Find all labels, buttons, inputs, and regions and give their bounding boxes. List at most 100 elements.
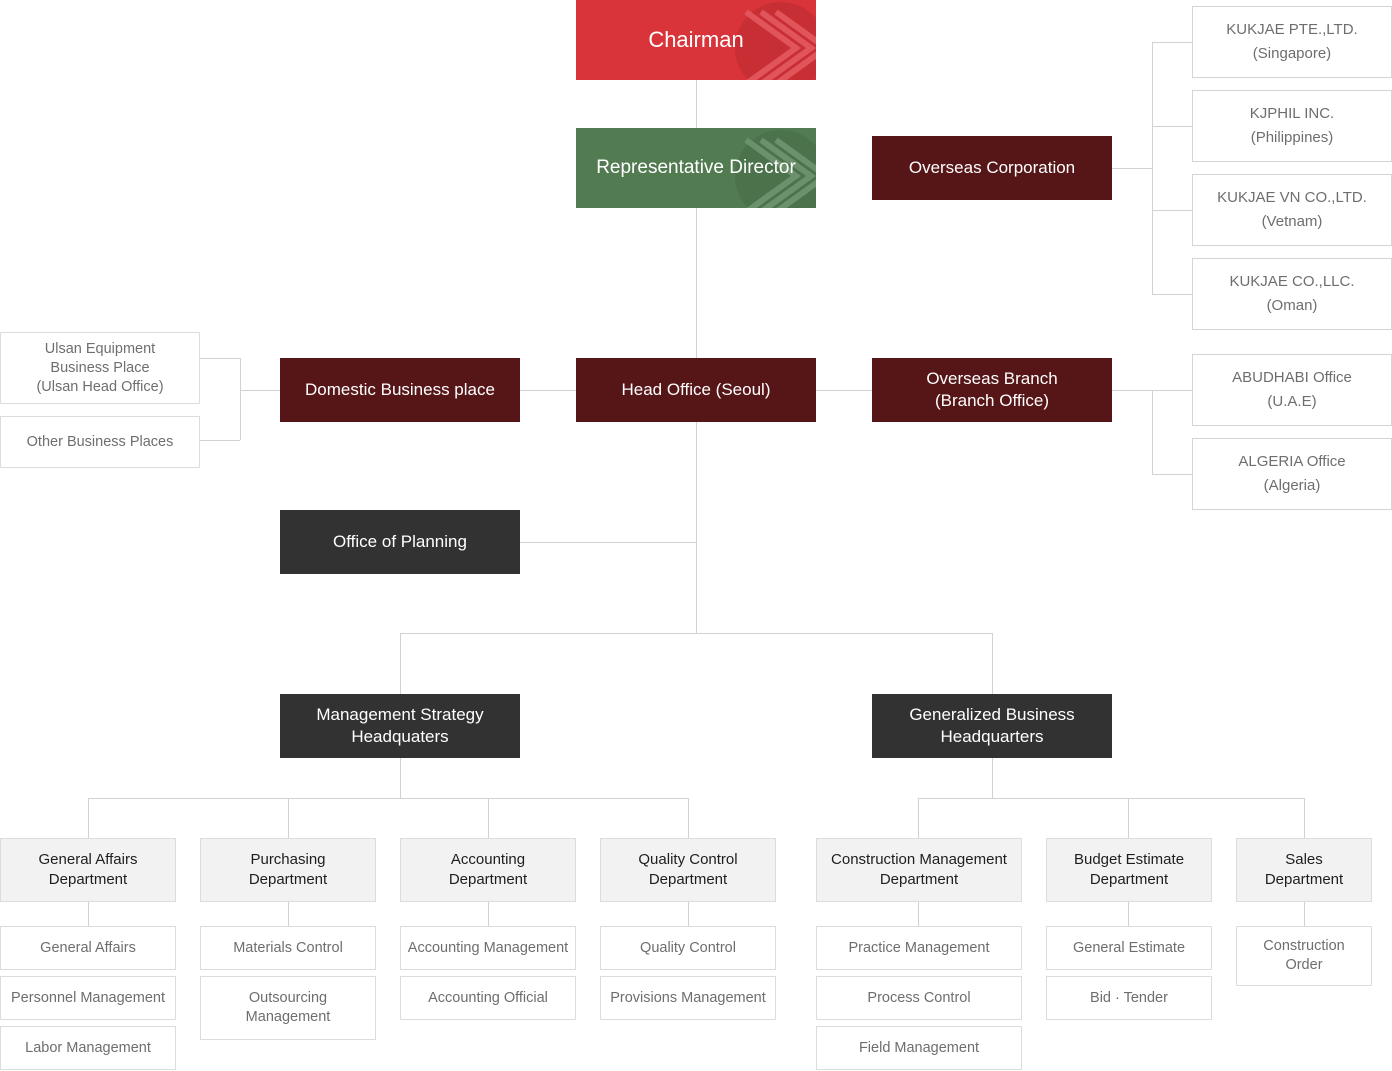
generalized-business-hq-node: Generalized Business Headquarters	[872, 694, 1112, 758]
sub-item: Quality Control	[600, 926, 776, 970]
chairman-node: Chairman	[576, 0, 816, 80]
connector-line	[400, 633, 401, 694]
sub-item-label: Construction Order	[1263, 938, 1345, 973]
connector-line	[1304, 798, 1305, 838]
connector-line	[696, 422, 697, 634]
representative-director-node: Representative Director	[576, 128, 816, 208]
connector-line	[88, 902, 89, 926]
connector-line	[400, 633, 993, 634]
domestic-place-label: Other Business Places	[26, 433, 174, 450]
sub-item-label: Practice Management	[848, 939, 990, 956]
overseas-branch-item: ABUDHABI Office (U.A.E)	[1192, 354, 1392, 426]
sub-item-label: Field Management	[858, 1039, 980, 1056]
connector-line	[918, 902, 919, 926]
representative-director-label: Representative Director	[596, 157, 796, 178]
overseas-branch-node: Overseas Branch (Branch Office)	[872, 358, 1112, 422]
sub-item: Provisions Management	[600, 976, 776, 1020]
connector-line	[88, 798, 689, 799]
connector-line	[88, 798, 89, 838]
budget-estimate-department-node: Budget Estimate Department	[1046, 838, 1212, 902]
construction-management-department-node: Construction Management Department	[816, 838, 1022, 902]
connector-line	[1112, 168, 1152, 169]
overseas-corporation-item-label: KUKJAE PTE.,LTD. (Singapore)	[1226, 21, 1358, 62]
sub-item: Bid · Tender	[1046, 976, 1212, 1020]
connector-line	[1152, 126, 1192, 127]
department-label: Budget Estimate Department	[1073, 851, 1185, 888]
connector-line	[1152, 210, 1192, 211]
department-label: General Affairs Department	[38, 851, 138, 888]
connector-line	[1128, 902, 1129, 926]
connector-line	[1152, 390, 1153, 474]
overseas-corporation-item: KUKJAE VN CO.,LTD. (Vetnam)	[1192, 174, 1392, 246]
connector-line	[688, 798, 689, 838]
connector-line	[816, 390, 872, 391]
department-label: Quality Control Department	[638, 851, 738, 888]
sub-item: Outsourcing Management	[200, 976, 376, 1040]
connector-line	[918, 798, 1305, 799]
overseas-corporation-item-label: KUKJAE VN CO.,LTD. (Vetnam)	[1217, 189, 1367, 230]
department-label: Construction Management Department	[831, 851, 1007, 888]
sub-item: Labor Management	[0, 1026, 176, 1070]
domestic-business-place-label: Domestic Business place	[305, 380, 495, 399]
purchasing-department-node: Purchasing Department	[200, 838, 376, 902]
sub-item: Accounting Official	[400, 976, 576, 1020]
connector-line	[1128, 798, 1129, 838]
connector-line	[200, 358, 240, 359]
chairman-label: Chairman	[648, 27, 744, 52]
overseas-corporation-item: KUKJAE CO.,LLC. (Oman)	[1192, 258, 1392, 330]
overseas-branch-item-label: ABUDHABI Office (U.A.E)	[1232, 369, 1352, 410]
domestic-business-place-node: Domestic Business place	[280, 358, 520, 422]
domestic-place-label: Ulsan Equipment Business Place (Ulsan He…	[36, 340, 164, 395]
management-strategy-hq-node: Management Strategy Headquaters	[280, 694, 520, 758]
management-strategy-hq-label: Management Strategy Headquaters	[316, 705, 484, 746]
sub-item-label: Materials Control	[233, 939, 343, 956]
accounting-department-node: Accounting Department	[400, 838, 576, 902]
connector-line	[992, 758, 993, 798]
connector-line	[288, 902, 289, 926]
sub-item: Personnel Management	[0, 976, 176, 1020]
domestic-place-item: Other Business Places	[0, 416, 200, 468]
sub-item-label: Bid · Tender	[1090, 989, 1168, 1006]
quality-control-department-node: Quality Control Department	[600, 838, 776, 902]
domestic-place-item: Ulsan Equipment Business Place (Ulsan He…	[0, 332, 200, 404]
sub-item: General Affairs	[0, 926, 176, 970]
head-office-label: Head Office (Seoul)	[621, 380, 771, 399]
sub-item: Materials Control	[200, 926, 376, 970]
department-label: Purchasing Department	[248, 851, 328, 888]
sub-item-label: General Estimate	[1072, 939, 1186, 956]
connector-line	[1152, 42, 1192, 43]
overseas-corporation-node: Overseas Corporation	[872, 136, 1112, 200]
connector-line	[696, 80, 697, 128]
connector-line	[1152, 474, 1192, 475]
general-affairs-department-node: General Affairs Department	[0, 838, 176, 902]
sub-item-label: Quality Control	[640, 939, 736, 956]
connector-line	[520, 390, 576, 391]
overseas-branch-item-label: ALGERIA Office (Algeria)	[1238, 453, 1346, 494]
overseas-corporation-label: Overseas Corporation	[908, 158, 1076, 177]
sub-item: Practice Management	[816, 926, 1022, 970]
sub-item: Accounting Management	[400, 926, 576, 970]
department-label: Sales Department	[1264, 851, 1344, 888]
connector-line	[696, 208, 697, 358]
overseas-corporation-item: KJPHIL INC. (Philippines)	[1192, 90, 1392, 162]
connector-line	[1304, 902, 1305, 926]
overseas-branch-label: Overseas Branch (Branch Office)	[926, 369, 1058, 410]
connector-line	[520, 542, 696, 543]
office-of-planning-node: Office of Planning	[280, 510, 520, 574]
connector-line	[288, 798, 289, 838]
connector-line	[488, 798, 489, 838]
connector-line	[1152, 42, 1153, 294]
connector-line	[240, 390, 280, 391]
connector-line	[240, 358, 241, 440]
sub-item-label: General Affairs	[40, 939, 136, 956]
sub-item-label: Outsourcing Management	[245, 990, 331, 1025]
sub-item-label: Labor Management	[25, 1039, 151, 1056]
connector-line	[688, 902, 689, 926]
connector-line	[992, 633, 993, 694]
connector-line	[918, 798, 919, 838]
sub-item: General Estimate	[1046, 926, 1212, 970]
head-office-node: Head Office (Seoul)	[576, 358, 816, 422]
sub-item-label: Accounting Official	[428, 989, 548, 1006]
overseas-corporation-item-label: KJPHIL INC. (Philippines)	[1249, 105, 1335, 146]
sub-item: Construction Order	[1236, 926, 1372, 986]
